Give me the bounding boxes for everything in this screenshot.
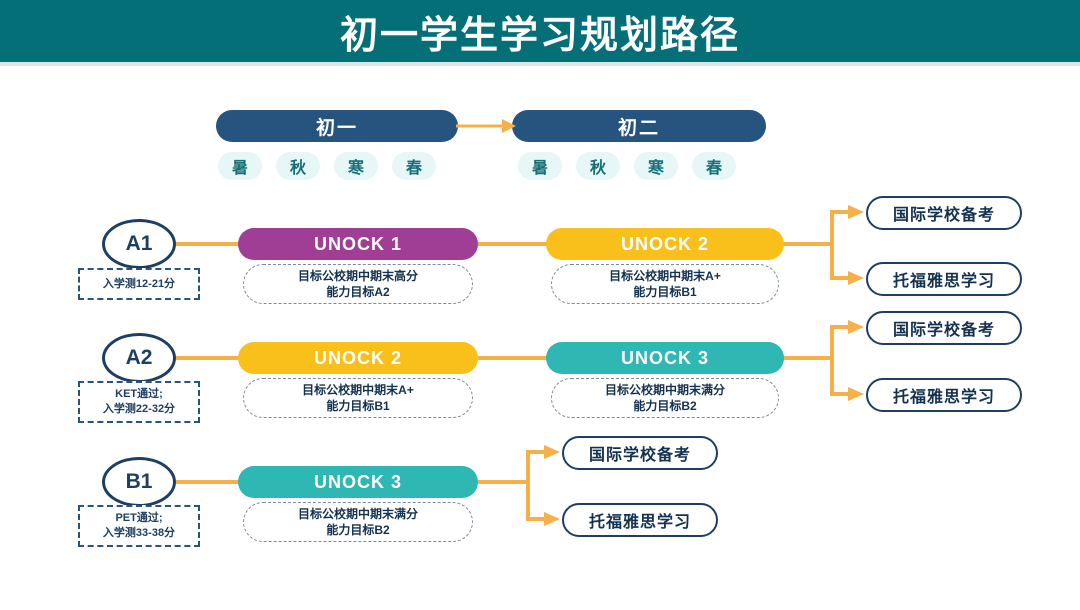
- entry-note-line: PET通过;: [115, 512, 163, 525]
- outcome-pill-a1-toefl-ielts[interactable]: 托福雅思学习: [866, 262, 1022, 296]
- goal-line: 能力目标B2: [633, 399, 697, 413]
- grade-pill-junior1[interactable]: 初一: [216, 110, 458, 142]
- outcome-pill-a2-international[interactable]: 国际学校备考: [866, 311, 1022, 345]
- entry-note-a1: 入学测12-21分: [78, 268, 200, 300]
- course-pill-b1-stage1[interactable]: UNOCK 3: [238, 466, 478, 498]
- goal-line: 目标公校期中期末满分: [297, 506, 418, 521]
- goal-line: 能力目标A2: [326, 285, 390, 299]
- goal-box-a2-stage2: 目标公校期中期末满分 能力目标B2: [551, 378, 779, 418]
- goal-line: 目标公校期中期末A+: [302, 382, 414, 397]
- goal-line: 能力目标B2: [326, 523, 390, 537]
- season-chip-winter-1[interactable]: 寒: [334, 152, 378, 180]
- goal-line: 目标公校期中期末A+: [609, 268, 721, 283]
- course-pill-a1-stage2[interactable]: UNOCK 2: [546, 228, 784, 260]
- course-pill-a2-stage1[interactable]: UNOCK 2: [238, 342, 478, 374]
- outcome-pill-b1-toefl-ielts[interactable]: 托福雅思学习: [562, 503, 718, 537]
- goal-box-b1-stage1: 目标公校期中期末满分 能力目标B2: [243, 502, 473, 542]
- page-title: 初一学生学习规划路径: [339, 14, 740, 57]
- level-oval-a2[interactable]: A2: [102, 333, 176, 383]
- season-chip-winter-2[interactable]: 寒: [634, 152, 678, 180]
- season-chip-spring-2[interactable]: 春: [692, 152, 736, 180]
- entry-note-b1: PET通过; 入学测33-38分: [78, 505, 200, 547]
- goal-box-a1-stage2: 目标公校期中期末A+ 能力目标B1: [551, 264, 779, 304]
- season-chip-summer-1[interactable]: 暑: [218, 152, 262, 180]
- outcome-pill-a1-international[interactable]: 国际学校备考: [866, 196, 1022, 230]
- course-pill-a2-stage2[interactable]: UNOCK 3: [546, 342, 784, 374]
- banner-divider: [0, 62, 1080, 66]
- entry-note-line: 入学测33-38分: [102, 527, 176, 539]
- goal-box-a1-stage1: 目标公校期中期末高分 能力目标A2: [243, 264, 473, 304]
- goal-line: 能力目标B1: [326, 399, 390, 413]
- season-chip-summer-2[interactable]: 暑: [518, 152, 562, 180]
- season-chip-spring-1[interactable]: 春: [392, 152, 436, 180]
- goal-line: 目标公校期中期末高分: [297, 268, 418, 283]
- outcome-pill-a2-toefl-ielts[interactable]: 托福雅思学习: [866, 378, 1022, 412]
- outcome-pill-b1-international[interactable]: 国际学校备考: [562, 436, 718, 470]
- course-pill-a1-stage1[interactable]: UNOCK 1: [238, 228, 478, 260]
- arrow-right-icon: [456, 119, 516, 133]
- level-oval-a1[interactable]: A1: [102, 219, 176, 269]
- grade-pill-junior2[interactable]: 初二: [512, 110, 766, 142]
- entry-note-a2: KET通过; 入学测22-32分: [78, 381, 200, 423]
- season-chip-autumn-1[interactable]: 秋: [276, 152, 320, 180]
- entry-note-line: 入学测22-32分: [102, 403, 176, 415]
- entry-note-line: KET通过;: [115, 388, 163, 401]
- season-chip-autumn-2[interactable]: 秋: [576, 152, 620, 180]
- season-row-junior2: 暑 秋 寒 春: [518, 152, 736, 180]
- goal-line: 目标公校期中期末满分: [604, 382, 725, 397]
- level-oval-b1[interactable]: B1: [102, 457, 176, 507]
- season-row-junior1: 暑 秋 寒 春: [218, 152, 436, 180]
- goal-line: 能力目标B1: [633, 285, 697, 299]
- goal-box-a2-stage1: 目标公校期中期末A+ 能力目标B1: [243, 378, 473, 418]
- title-banner: 初一学生学习规划路径: [0, 0, 1080, 62]
- entry-note-line: 入学测12-21分: [102, 277, 176, 290]
